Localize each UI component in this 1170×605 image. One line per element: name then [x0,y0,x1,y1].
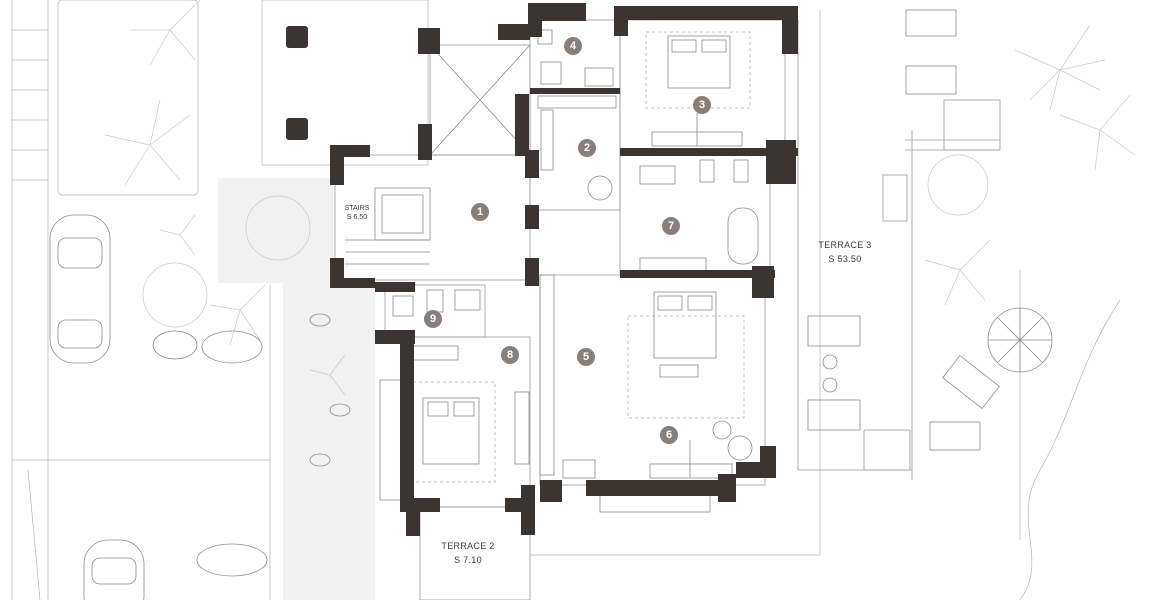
room-badge-9: 9 [424,310,442,328]
room-number: 5 [583,351,589,363]
room-badge-8: 8 [501,346,519,364]
stairs-size: S 6.50 [347,214,367,221]
room-badge-4: 4 [564,37,582,55]
room-badge-6: 6 [660,426,678,444]
room-badge-3: 3 [693,96,711,114]
room-number: 1 [477,206,483,218]
room-number: 7 [668,220,674,232]
room-badge-2: 2 [578,139,596,157]
room-badge-7: 7 [662,217,680,235]
site-context [11,0,1136,605]
room-number: 2 [584,142,590,154]
palm-icon [104,0,1136,396]
interior-lines [334,19,786,601]
room-number: 8 [507,349,513,361]
sun-lounger-icon [807,9,981,451]
room-badge-5: 5 [577,348,595,366]
car-icon [83,539,145,605]
room-number: 9 [430,313,436,325]
terrace2-label: TERRACE 2 [441,541,494,551]
umbrella-icon [987,307,1053,373]
room-number: 3 [699,99,705,111]
tree-icon [142,154,989,328]
room-number: 6 [666,429,672,441]
terrace3-label: TERRACE 3 [818,240,871,250]
room-badge-1: 1 [471,203,489,221]
walls [330,3,798,536]
terrace3-size: S 53.50 [828,254,861,264]
car-icon [49,214,111,364]
stairs-label: STAIRS [345,205,370,212]
room-badges: 1 2 3 4 5 6 7 8 9 [424,37,711,444]
terrace2-size: S 7.10 [454,555,482,565]
room-number: 4 [570,40,577,52]
area-labels: STAIRS S 6.50 TERRACE 2 S 7.10 TERRACE 3… [345,205,872,565]
